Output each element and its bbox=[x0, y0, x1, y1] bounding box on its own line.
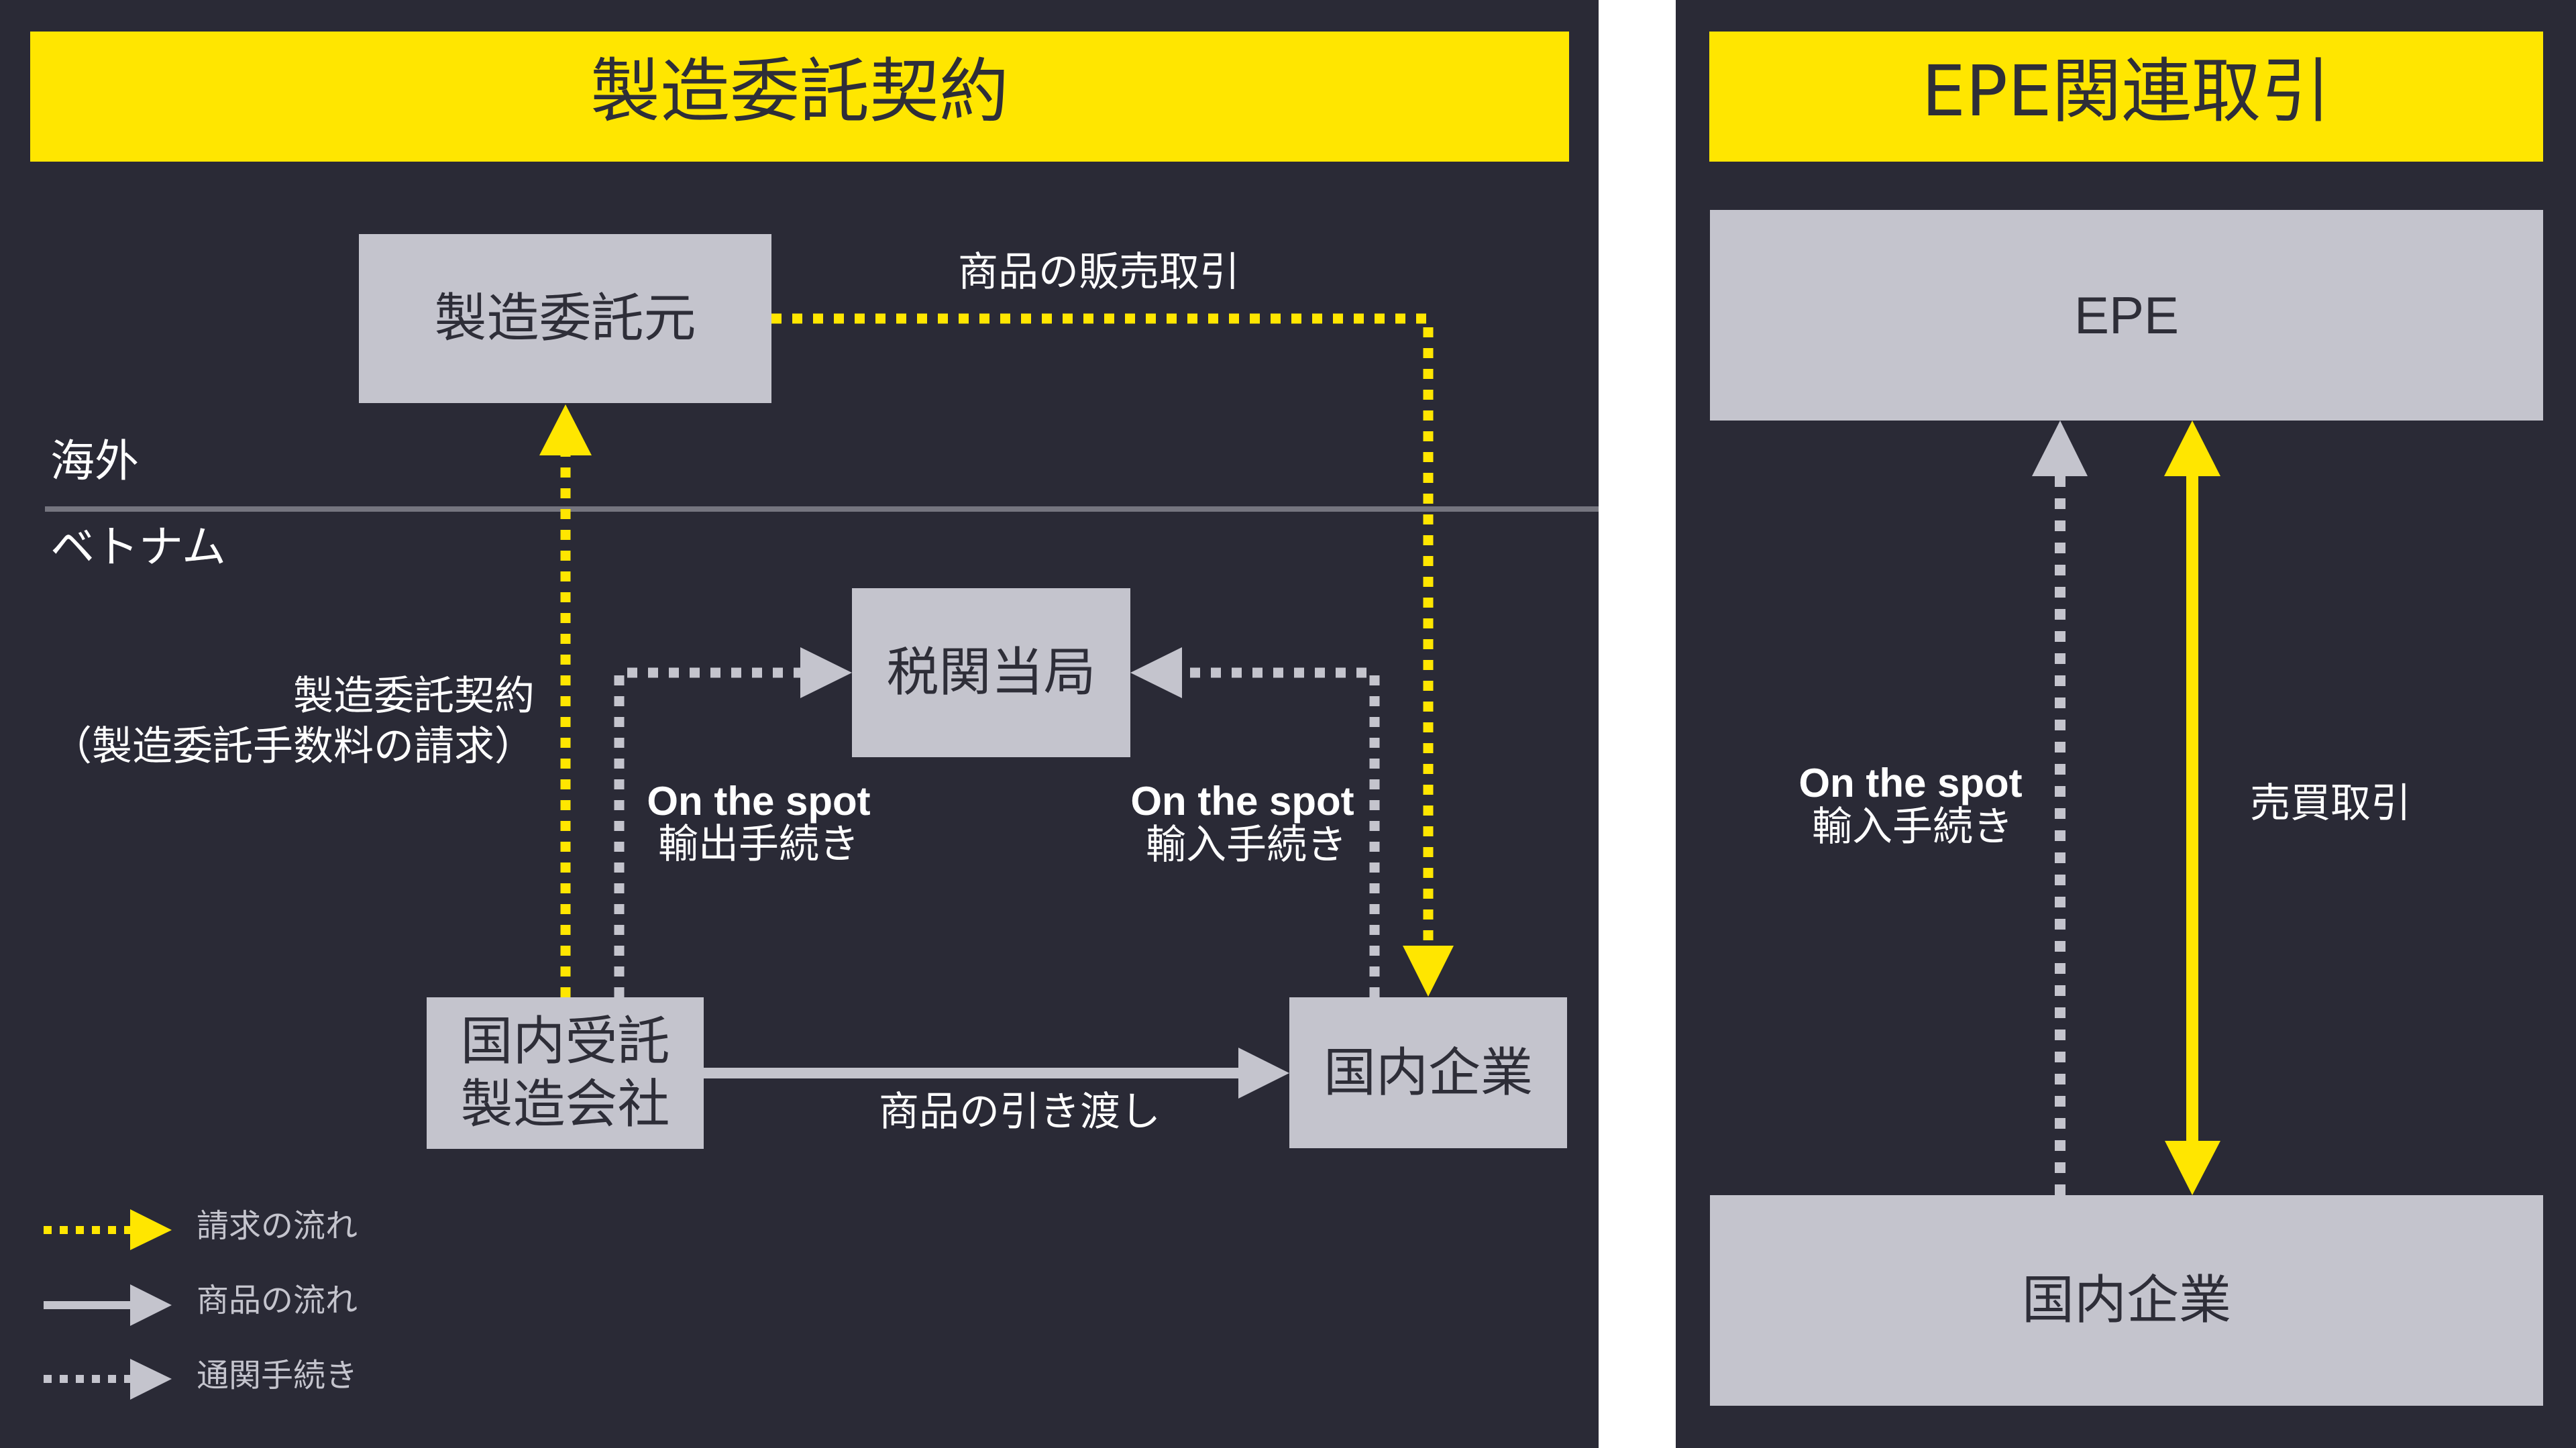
legend-goods-label: 商品の流れ bbox=[197, 1282, 358, 1319]
legend-billing-arrowhead bbox=[130, 1209, 172, 1250]
node-customs-authority: 税関当局 bbox=[852, 588, 1130, 757]
region-label-overseas: 海外 bbox=[50, 435, 139, 487]
export-procedure-line bbox=[614, 667, 800, 997]
epe-trade-arrowhead-down bbox=[2165, 1141, 2220, 1195]
export-procedure-label-line-2: 輸出手続き bbox=[658, 821, 859, 868]
manufacturing-contract-label-line-1: 製造委託契約 bbox=[293, 673, 535, 720]
node-epe-label: EPE bbox=[2074, 286, 2180, 345]
node-domestic-contract-manufacturer-line-1: 国内受託 bbox=[460, 1011, 670, 1072]
node-epe-domestic-company: 国内企業 bbox=[1710, 1195, 2543, 1406]
node-epe-domestic-company-label: 国内企業 bbox=[2021, 1270, 2231, 1331]
import-procedure-arrowhead bbox=[1130, 647, 1182, 698]
legend-customs-label: 通関手続き bbox=[197, 1357, 358, 1394]
sales-billing-arrowhead bbox=[1403, 946, 1454, 997]
node-domestic-contract-manufacturer-line-2: 製造会社 bbox=[460, 1074, 670, 1135]
epe-trade-label: 売買取引 bbox=[2250, 780, 2411, 827]
contract-billing-arrowhead bbox=[539, 404, 592, 455]
right-panel-title: EPE関連取引 bbox=[1709, 32, 2543, 162]
region-divider bbox=[45, 506, 1599, 512]
node-epe: EPE bbox=[1710, 210, 2543, 421]
legend-billing-label: 請求の流れ bbox=[197, 1207, 358, 1245]
node-domestic-contract-manufacturer: 国内受託 製造会社 bbox=[427, 997, 704, 1149]
legend-customs-arrowhead bbox=[130, 1359, 172, 1400]
export-procedure-label-line-1: On the spot bbox=[647, 779, 871, 824]
epe-trade-arrowhead-up bbox=[2164, 421, 2220, 476]
manufacturing-contract-label-line-2: （製造委託手数料の請求） bbox=[52, 723, 535, 770]
node-customs-authority-label: 税関当局 bbox=[886, 643, 1096, 703]
import-procedure-label-line-2: 輸入手続き bbox=[1146, 822, 1347, 869]
import-procedure-label-line-1: On the spot bbox=[1130, 779, 1354, 824]
delivery-goods-label: 商品の引き渡し bbox=[879, 1089, 1161, 1135]
left-panel-title: 製造委託契約 bbox=[30, 32, 1569, 162]
sales-transaction-label: 商品の販売取引 bbox=[958, 249, 1240, 296]
export-procedure-arrowhead bbox=[800, 647, 852, 698]
region-label-vietnam: ベトナム bbox=[50, 521, 227, 573]
epe-import-procedure-label-line-1: On the spot bbox=[1799, 761, 2023, 805]
node-consignor: 製造委託元 bbox=[359, 234, 771, 403]
left-panel-manufacturing-contract bbox=[0, 0, 1599, 1448]
delivery-goods-arrowhead bbox=[1238, 1048, 1289, 1099]
node-consignor-label: 製造委託元 bbox=[434, 288, 696, 349]
legend-goods-arrowhead bbox=[130, 1284, 172, 1326]
import-procedure-line bbox=[1182, 667, 1380, 997]
epe-import-procedure-arrowhead bbox=[2032, 421, 2088, 476]
node-domestic-company: 国内企業 bbox=[1289, 997, 1567, 1148]
node-domestic-company-label: 国内企業 bbox=[1323, 1042, 1533, 1103]
epe-import-procedure-label-line-2: 輸入手続き bbox=[1812, 803, 2013, 850]
